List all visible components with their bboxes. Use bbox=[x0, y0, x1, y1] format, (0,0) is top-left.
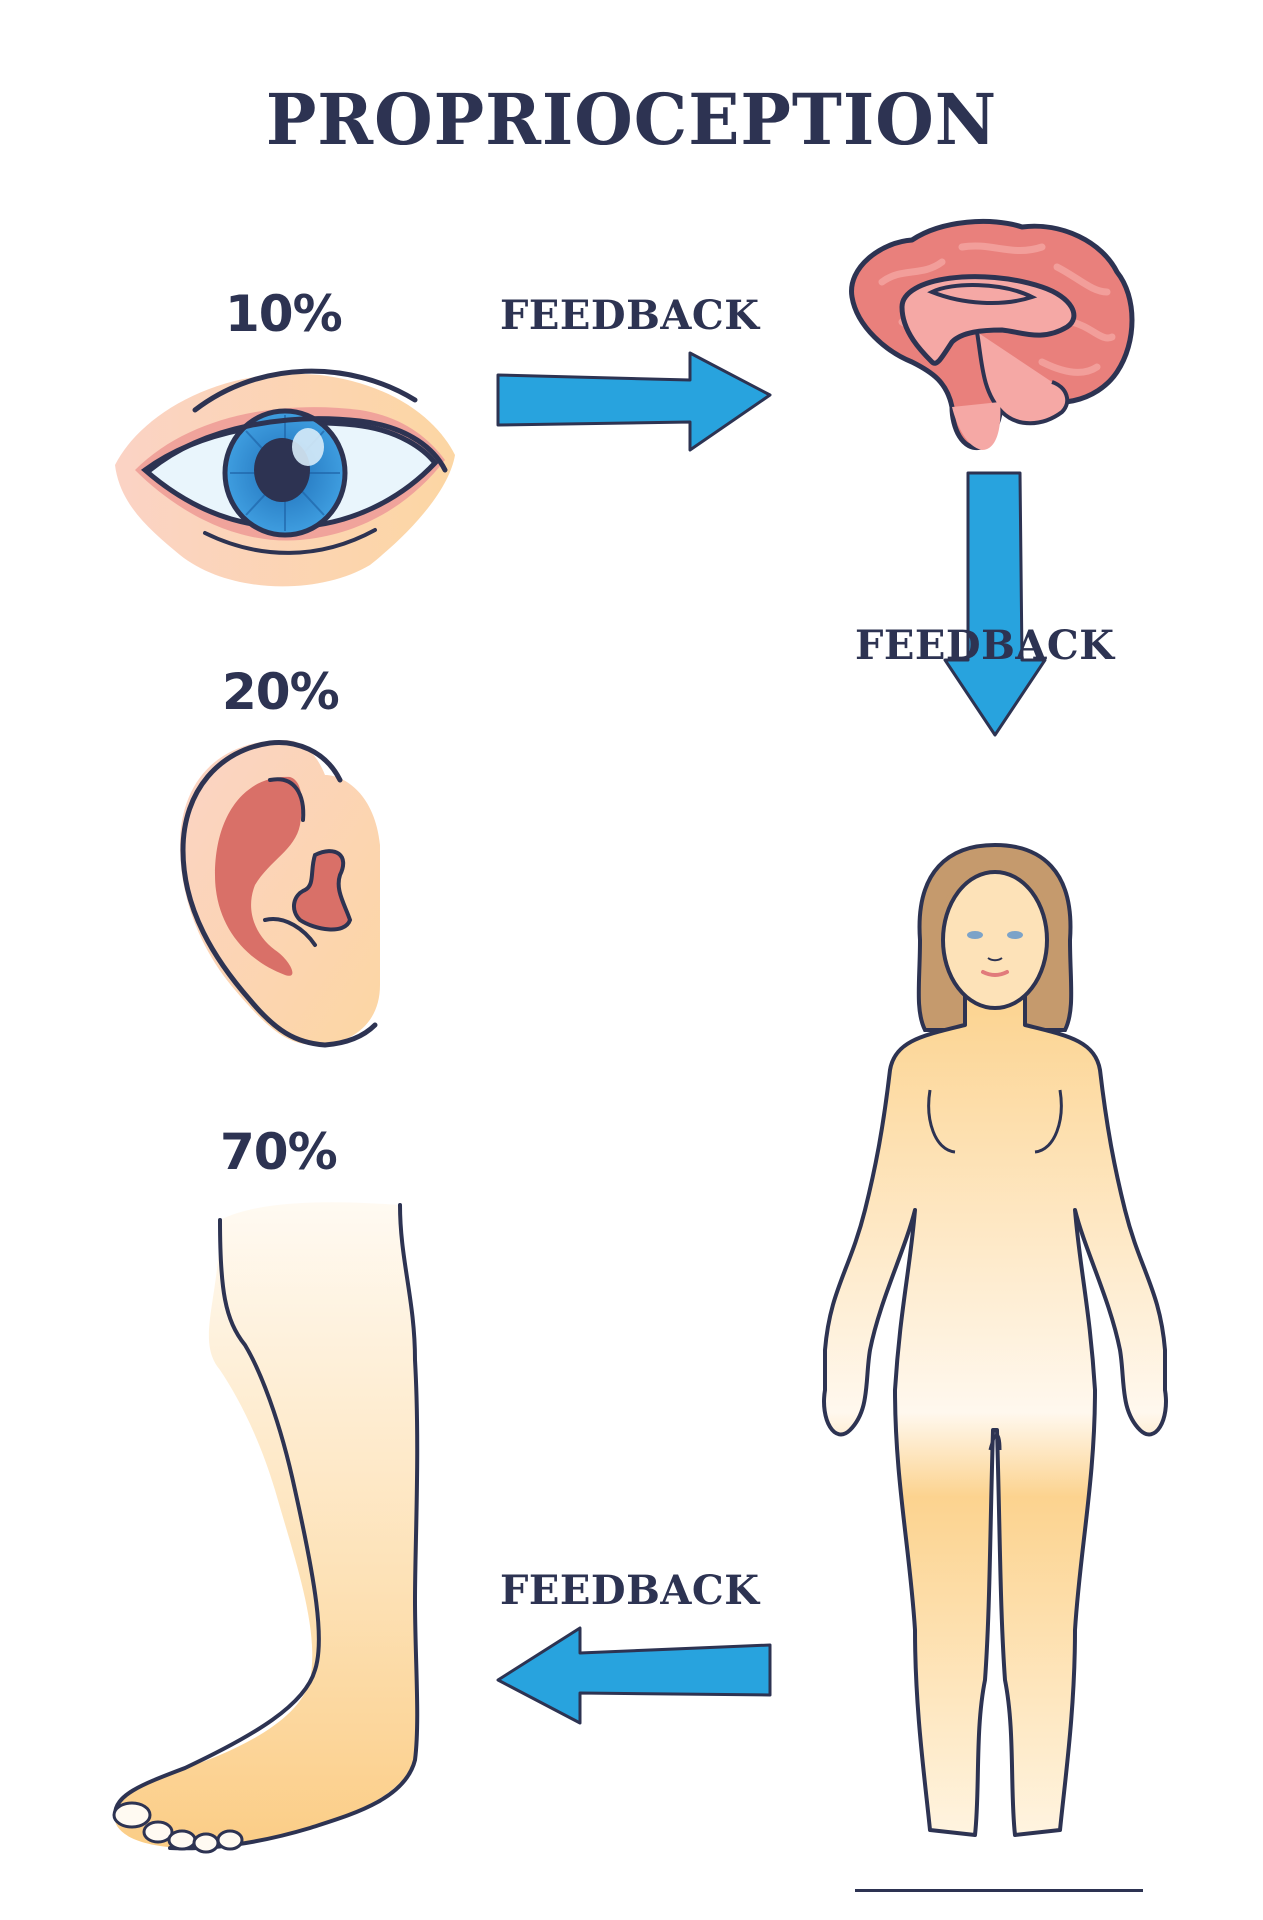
ear-percent-label: 20% bbox=[222, 663, 340, 721]
arrow-down-icon bbox=[943, 471, 1047, 737]
page-title: PROPRIOCEPTION bbox=[265, 78, 998, 161]
ear-icon bbox=[180, 739, 380, 1048]
brain-icon bbox=[849, 218, 1135, 451]
leg-percent-label: 70% bbox=[220, 1123, 338, 1181]
eye-icon bbox=[115, 368, 455, 587]
leg-icon bbox=[112, 1202, 420, 1854]
feedback-label-brain-to-body: FEEDBACK bbox=[855, 622, 1115, 669]
feedback-label-body-to-leg: FEEDBACK bbox=[500, 1567, 760, 1614]
human-body-icon bbox=[822, 842, 1168, 1837]
eye-percent-label: 10% bbox=[225, 285, 343, 343]
feedback-label-eye-to-brain: FEEDBACK bbox=[500, 292, 760, 339]
arrow-left-icon bbox=[496, 1626, 772, 1725]
ground-line bbox=[855, 1889, 1143, 1892]
arrow-right-icon bbox=[496, 351, 772, 452]
